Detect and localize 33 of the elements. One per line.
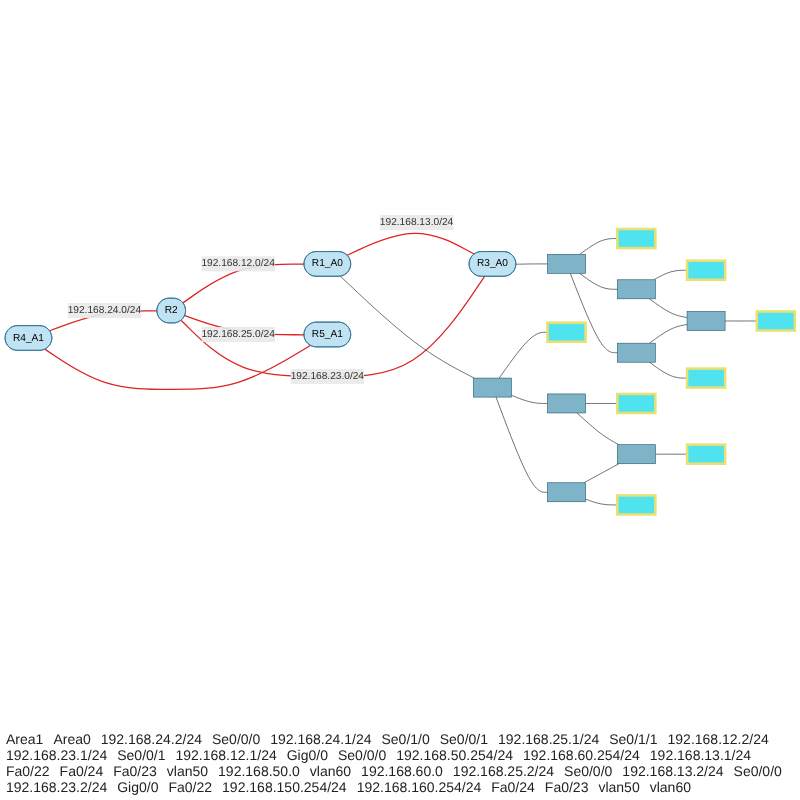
node-box — [617, 279, 656, 300]
node-box — [547, 393, 586, 414]
connector — [511, 395, 548, 404]
connector — [653, 270, 688, 281]
connector — [495, 397, 548, 493]
node-box — [616, 392, 657, 415]
node-box — [616, 228, 657, 250]
node-box — [616, 494, 657, 516]
connector — [340, 276, 475, 379]
node-box — [755, 310, 797, 332]
node-box — [685, 443, 727, 466]
connector — [346, 232, 476, 257]
node-box — [617, 343, 656, 363]
connector — [576, 412, 620, 446]
node-box — [685, 259, 727, 282]
connector — [44, 345, 311, 391]
connector — [585, 499, 618, 506]
node-box — [547, 482, 586, 503]
node-box — [546, 321, 587, 344]
connector — [579, 273, 618, 290]
connector — [649, 324, 688, 344]
connector — [583, 463, 620, 484]
node-box — [685, 367, 727, 390]
node-box — [547, 254, 586, 274]
node-box — [617, 444, 656, 465]
connector — [585, 403, 618, 404]
connector — [579, 238, 618, 255]
connector — [649, 298, 688, 319]
connector — [569, 273, 618, 354]
connector — [649, 362, 688, 379]
node-box — [686, 311, 726, 332]
node-box — [473, 378, 512, 398]
connector — [498, 332, 548, 379]
